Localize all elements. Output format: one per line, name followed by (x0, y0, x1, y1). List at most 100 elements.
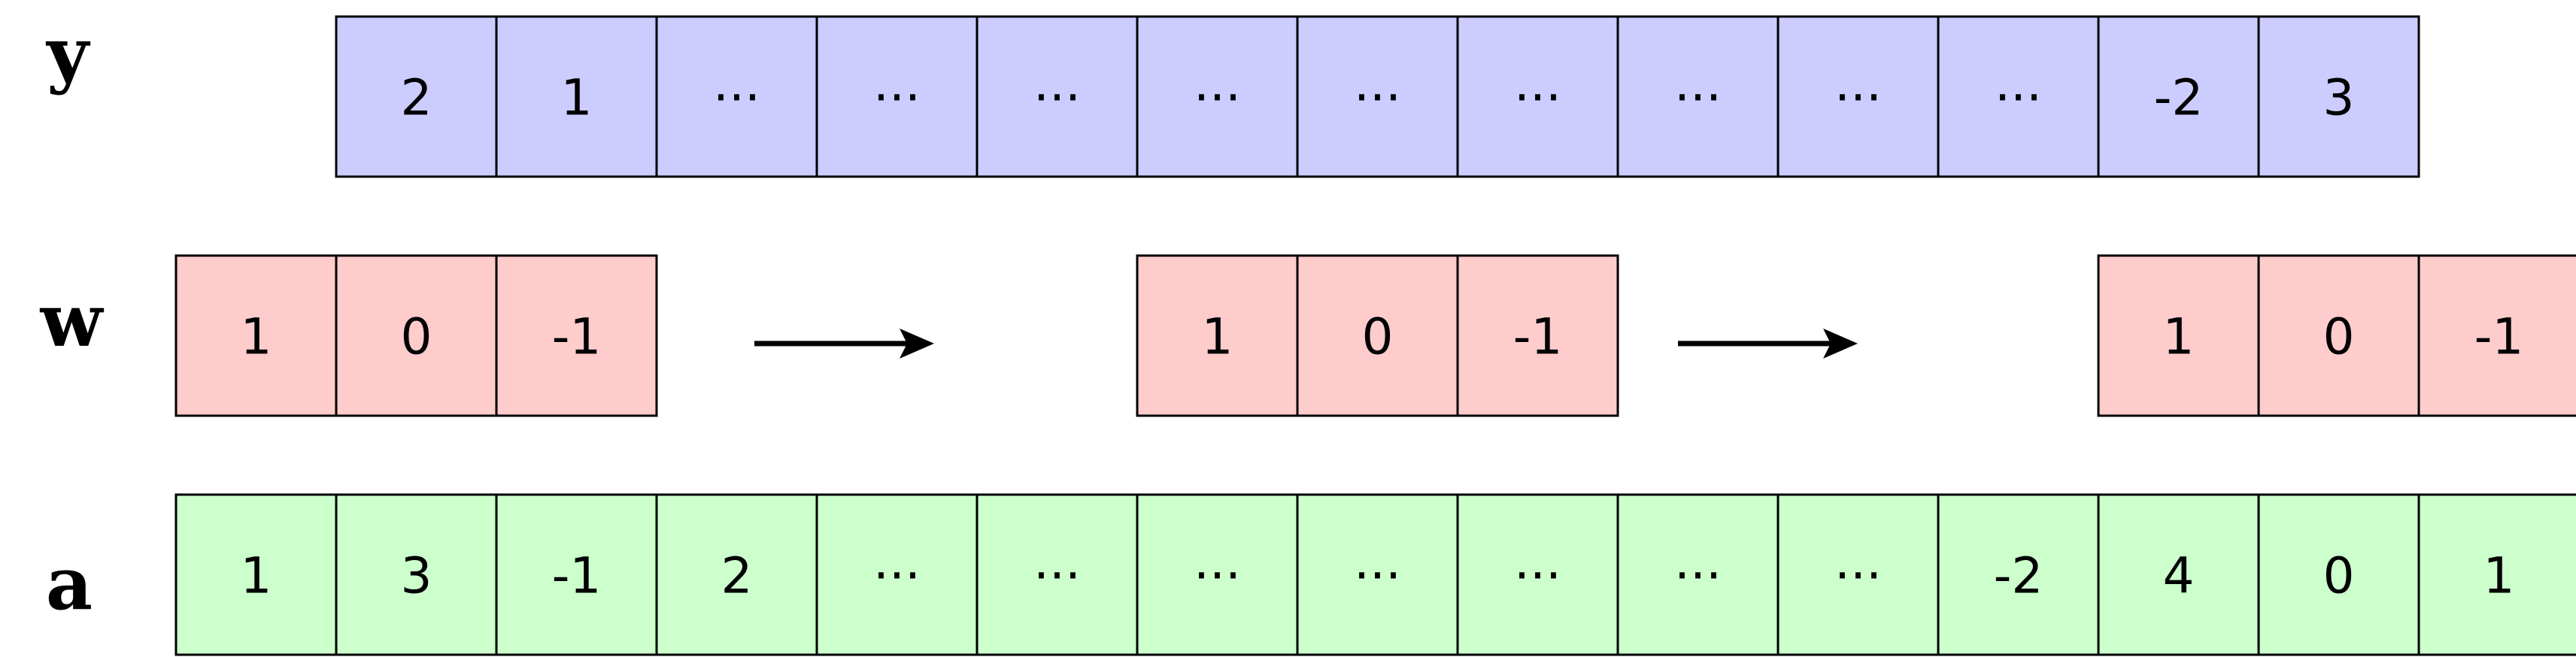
y-cell-value: 3 (2323, 69, 2355, 127)
w-cell-value: 1 (1202, 308, 1233, 366)
a-cell-box (1456, 493, 1619, 656)
w-cell-box (1136, 254, 1299, 417)
y-cell: ··· (1937, 15, 2100, 178)
y-cell-value: 2 (401, 69, 432, 127)
a-cell-box (2257, 493, 2420, 656)
a-cell-value: ··· (1834, 547, 1882, 605)
y-cell-box (815, 15, 979, 178)
a-cell-box (1136, 493, 1299, 656)
y-cell-box (495, 15, 658, 178)
w-cell-value: -1 (1513, 308, 1563, 366)
a-cell: 1 (174, 493, 338, 656)
w-cell: 0 (2257, 254, 2420, 417)
a-cell-box (1616, 493, 1780, 656)
y-cell-value: ··· (1354, 69, 1401, 127)
w-cell-value: 0 (1362, 308, 1394, 366)
a-cell-box (1296, 493, 1459, 656)
a-cell-value: -1 (552, 547, 602, 605)
a-cell-box (1776, 493, 1940, 656)
y-cell-box (1296, 15, 1459, 178)
a-cell: 2 (655, 493, 818, 656)
w-cell: 1 (2097, 254, 2260, 417)
w-cell-box (495, 254, 658, 417)
a-cell: 1 (2417, 493, 2576, 656)
row-label-y: y (45, 11, 91, 96)
y-cell: ··· (1136, 15, 1299, 178)
w-kernel-copy: 1 0 -1 (2097, 254, 2576, 417)
y-cell-value: ··· (713, 69, 760, 127)
a-cell-box (2417, 493, 2576, 656)
a-cell: ··· (1776, 493, 1940, 656)
y-cell: 1 (495, 15, 658, 178)
arrow-2 (1678, 328, 1858, 359)
y-cell-value: 1 (561, 69, 593, 127)
a-row: 1 3 -1 2 ··· ··· ··· ··· ··· ··· ··· -2 4 0 1 (174, 493, 2576, 656)
a-cell-value: ··· (1033, 547, 1081, 605)
w-cell-box (2257, 254, 2420, 417)
y-cell: ··· (1456, 15, 1619, 178)
y-cell-box (1456, 15, 1619, 178)
row-label-a: a (46, 541, 93, 626)
a-cell-value: 1 (241, 547, 272, 605)
y-cell-value: ··· (1514, 69, 1561, 127)
w-cell-value: 0 (401, 308, 432, 366)
y-cell-value: ··· (1674, 69, 1722, 127)
w-cell: 0 (335, 254, 498, 417)
a-cell-value: 3 (401, 547, 432, 605)
y-cell: ··· (655, 15, 818, 178)
a-cell-value: -2 (1994, 547, 2044, 605)
a-cell-box (2097, 493, 2260, 656)
w-cell-box (1296, 254, 1459, 417)
a-cell: ··· (1456, 493, 1619, 656)
y-cell-value: ··· (873, 69, 921, 127)
y-cell-value: ··· (1834, 69, 1882, 127)
y-cell-value: -2 (2154, 69, 2204, 127)
y-cell-value: ··· (1033, 69, 1081, 127)
y-cell: 2 (335, 15, 498, 178)
w-cell: -1 (495, 254, 658, 417)
w-cell-box (2417, 254, 2576, 417)
y-cell: -2 (2097, 15, 2260, 178)
y-cell: ··· (1296, 15, 1459, 178)
y-cell: ··· (975, 15, 1139, 178)
a-cell: 4 (2097, 493, 2260, 656)
y-cell-box (335, 15, 498, 178)
a-cell-value: ··· (1194, 547, 1241, 605)
y-cell-box (2097, 15, 2260, 178)
a-cell: -1 (495, 493, 658, 656)
a-cell-value: 0 (2323, 547, 2355, 605)
w-cell-value: -1 (552, 308, 602, 366)
y-cell-box (975, 15, 1139, 178)
a-cell: 3 (335, 493, 498, 656)
a-cell-value: ··· (1674, 547, 1722, 605)
arrow-1 (754, 328, 934, 359)
a-cell-value: 1 (2483, 547, 2515, 605)
w-cell-value: 1 (241, 308, 272, 366)
a-cell-box (815, 493, 979, 656)
arrow-2-head (1823, 328, 1858, 359)
w-row: 1 0 -1 1 0 -1 1 0 -1 (174, 254, 2576, 417)
y-cell: ··· (1776, 15, 1940, 178)
y-cell: 3 (2257, 15, 2420, 178)
a-cell: ··· (1616, 493, 1780, 656)
a-cell-value: ··· (1514, 547, 1561, 605)
a-cell-value: 2 (721, 547, 753, 605)
a-cell: ··· (815, 493, 979, 656)
a-cell-box (174, 493, 338, 656)
a-cell-value: ··· (873, 547, 921, 605)
w-cell: -1 (2417, 254, 2576, 417)
y-cell-value: ··· (1194, 69, 1241, 127)
a-cell-box (655, 493, 818, 656)
a-cell: ··· (1136, 493, 1299, 656)
a-cell: -2 (1937, 493, 2100, 656)
y-cell-box (655, 15, 818, 178)
a-cell-box (975, 493, 1139, 656)
y-cell: ··· (815, 15, 979, 178)
y-cell-box (2257, 15, 2420, 178)
w-cell-value: 1 (2163, 308, 2195, 366)
a-cell-value: ··· (1354, 547, 1401, 605)
w-cell-value: -1 (2474, 308, 2524, 366)
a-cell: 0 (2257, 493, 2420, 656)
a-cell: ··· (975, 493, 1139, 656)
y-cell-box (1616, 15, 1780, 178)
